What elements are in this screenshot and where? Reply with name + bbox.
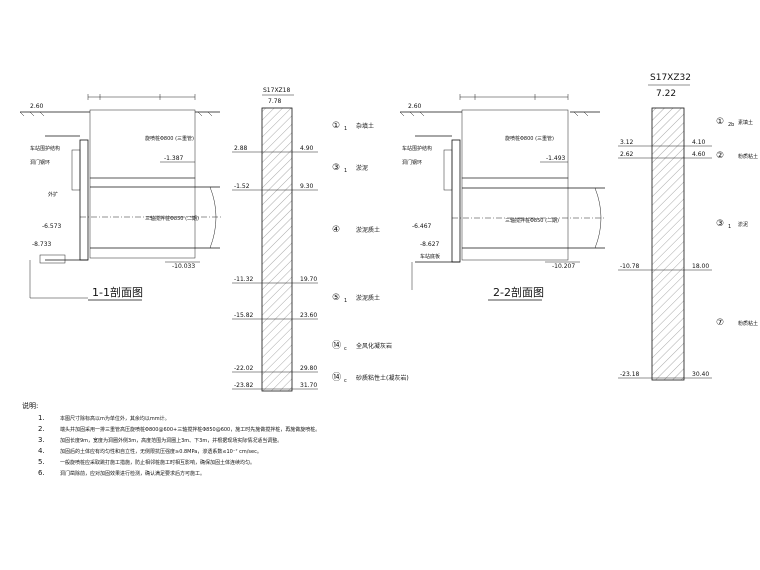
bore1-id: S17XZ18: [263, 87, 290, 94]
s2-elev-top: 2.60: [408, 103, 422, 110]
note-number: 6.: [38, 469, 45, 477]
s2-elev-c: -10.207: [552, 263, 575, 270]
bore2-layer-num: ⑦: [716, 318, 724, 328]
bore2-depth: 4.60: [692, 151, 706, 158]
bore1-layer-sub: c: [344, 378, 347, 384]
bore1-layer-num: ⑤: [332, 293, 340, 303]
bore2-elev: 2.62: [620, 151, 634, 158]
bore1-elev: -23.82: [234, 382, 254, 389]
bore1-layer-name: 杂填土: [356, 122, 374, 130]
borehole-s17xz32: S17XZ32 7.22 3.12 2.62 -10.78 -23.18 4.10 4.…: [618, 73, 758, 381]
s1-elev-c: -10.033: [172, 263, 195, 270]
borehole-s17xz18: S17XZ18 7.78 2.88 -1.52 -11.32 -15.82 -22.02…: [232, 87, 409, 392]
bore1-layer-name: 砂质粘性土(凝灰岩): [356, 374, 409, 382]
note-number: 1.: [38, 414, 45, 422]
bore1-layer-num: ⑭: [332, 340, 341, 351]
svg-text:外扩: 外扩: [48, 191, 58, 198]
s2-elev-b: -8.627: [420, 241, 440, 248]
note-text: 加固长度9m，宽度为洞圈外侧3m，高度范围为洞圈上3m、下3m，并根据现场实际情…: [60, 437, 282, 444]
note-text: 洞门凿除前，应对加固效果进行检测，确认满足要求后方可施工。: [60, 470, 205, 477]
bore2-depth: 4.10: [692, 139, 706, 146]
bore1-layer-sub: 1: [344, 126, 347, 132]
s1-zone-label-lower: 三轴搅拌桩Φ850 (二期): [145, 215, 199, 222]
s2-elev-mid: -1.493: [546, 155, 566, 162]
bore2-elev: 3.12: [620, 139, 634, 146]
note-text: 加固后的土体应有均匀性和自立性，无侧限抗压强度≥0.8MPa，渗透系数≤10⁻⁷…: [60, 448, 262, 455]
bore1-depth: 9.30: [300, 183, 314, 190]
note-number: 2.: [38, 425, 45, 433]
s1-title: 1-1剖面图: [92, 285, 143, 299]
s1-elev-b: -8.733: [32, 241, 52, 248]
bore1-layer-sub: 1: [344, 298, 347, 304]
s2-elev-a: -6.467: [412, 223, 432, 230]
svg-text:旋喷桩Φ800 (三重管): 旋喷桩Φ800 (三重管): [505, 135, 554, 142]
bore1-elev: 2.88: [234, 145, 248, 152]
bore2-layer-name: 淤泥: [738, 221, 748, 228]
svg-text:洞门钢环: 洞门钢环: [30, 159, 50, 166]
bore1-depth: 29.80: [300, 365, 317, 372]
bore1-depth: 23.60: [300, 312, 317, 319]
svg-text:三轴搅拌桩Φ850 (二期): 三轴搅拌桩Φ850 (二期): [505, 217, 559, 224]
bore2-elev: -23.18: [620, 371, 640, 378]
bore2-layer-sub: 2b: [728, 122, 734, 128]
bore1-layer-name: 淤泥质土: [356, 294, 380, 302]
bore2-id: S17XZ32: [650, 73, 691, 83]
bore2-layer-sub: 1: [728, 224, 731, 230]
bore2-layer-num: ③: [716, 219, 724, 229]
note-number: 4.: [38, 447, 45, 455]
note-number: 5.: [38, 458, 45, 466]
bore2-layer-num: ②: [716, 151, 724, 161]
note-text: 端头井加固采用一排三重管高压旋喷桩Φ800@600+三轴搅拌桩Φ850@600，…: [60, 426, 320, 433]
bore1-depth: 31.70: [300, 382, 317, 389]
s1-elev-a: -6.573: [42, 223, 62, 230]
bore1-layer-num: ④: [332, 225, 340, 235]
bore1-elev: -15.82: [234, 312, 254, 319]
note-text: 本图尺寸除标高以m为单位外，其余均以mm计。: [60, 415, 170, 422]
s2-title: 2-2剖面图: [493, 285, 544, 299]
bore1-elev: -1.52: [234, 183, 250, 190]
bore2-layer-name: 素填土: [738, 119, 753, 126]
bore1-layer-name: 全风化凝灰岩: [356, 342, 392, 350]
svg-text:车站围护结构: 车站围护结构: [30, 145, 60, 152]
bore2-column: [651, 107, 685, 381]
bore2-layer-num: ①: [716, 117, 724, 127]
bore2-layer-name: 粉质粘土: [738, 153, 758, 160]
svg-text:车站围护结构: 车站围护结构: [402, 145, 432, 152]
bore1-depth: 4.90: [300, 145, 314, 152]
bore1-depth: 19.70: [300, 276, 317, 283]
s1-elev-mid: -1.387: [164, 155, 184, 162]
svg-text:洞门钢环: 洞门钢环: [402, 159, 422, 166]
svg-text:车站底板: 车站底板: [420, 253, 440, 260]
s1-zone-label-upper: 旋喷桩Φ800 (三重管): [145, 135, 194, 142]
bore1-elev: -11.32: [234, 276, 254, 283]
bore1-layer-sub: 1: [344, 168, 347, 174]
bore1-column: [261, 107, 293, 392]
bore1-layer-name: 淤泥质土: [356, 226, 380, 234]
notes-heading: 说明:: [22, 401, 38, 410]
bore2-elev: -10.78: [620, 263, 640, 270]
bore2-top: 7.22: [656, 89, 676, 99]
bore1-layer-num: ⑭: [332, 372, 341, 383]
bore1-layer-name: 淤泥: [356, 164, 368, 172]
bore1-layer-num: ③: [332, 163, 340, 173]
notes: 说明: 1. 本图尺寸除标高以m为单位外，其余均以mm计。 2. 端头井加固采用一排三…: [22, 401, 320, 477]
bore2-layer-name: 粉质粘土: [738, 320, 758, 327]
bore1-elev: -22.02: [234, 365, 254, 372]
bore1-top: 7.78: [268, 98, 282, 105]
bore1-layer-num: ①: [332, 121, 340, 131]
note-text: 一般旋喷桩应采取跳打施工措施，防止相邻桩施工时相互影响，确保加固土体连续均匀。: [60, 459, 255, 466]
section-1-1: 2.60 旋喷桩Φ800 (三重管) 三轴搅拌桩Φ850 (二期) 车站围护结构…: [19, 94, 222, 301]
note-number: 3.: [38, 436, 45, 444]
section-2-2: 2.60 旋喷桩Φ800 (三重管) 三轴搅拌桩Φ850 (二期) 车站围护结构…: [399, 94, 606, 301]
s1-elev-top: 2.60: [30, 103, 44, 110]
bore2-depth: 18.00: [692, 263, 709, 270]
bore2-depth: 30.40: [692, 371, 709, 378]
bore1-layer-sub: c: [344, 346, 347, 352]
